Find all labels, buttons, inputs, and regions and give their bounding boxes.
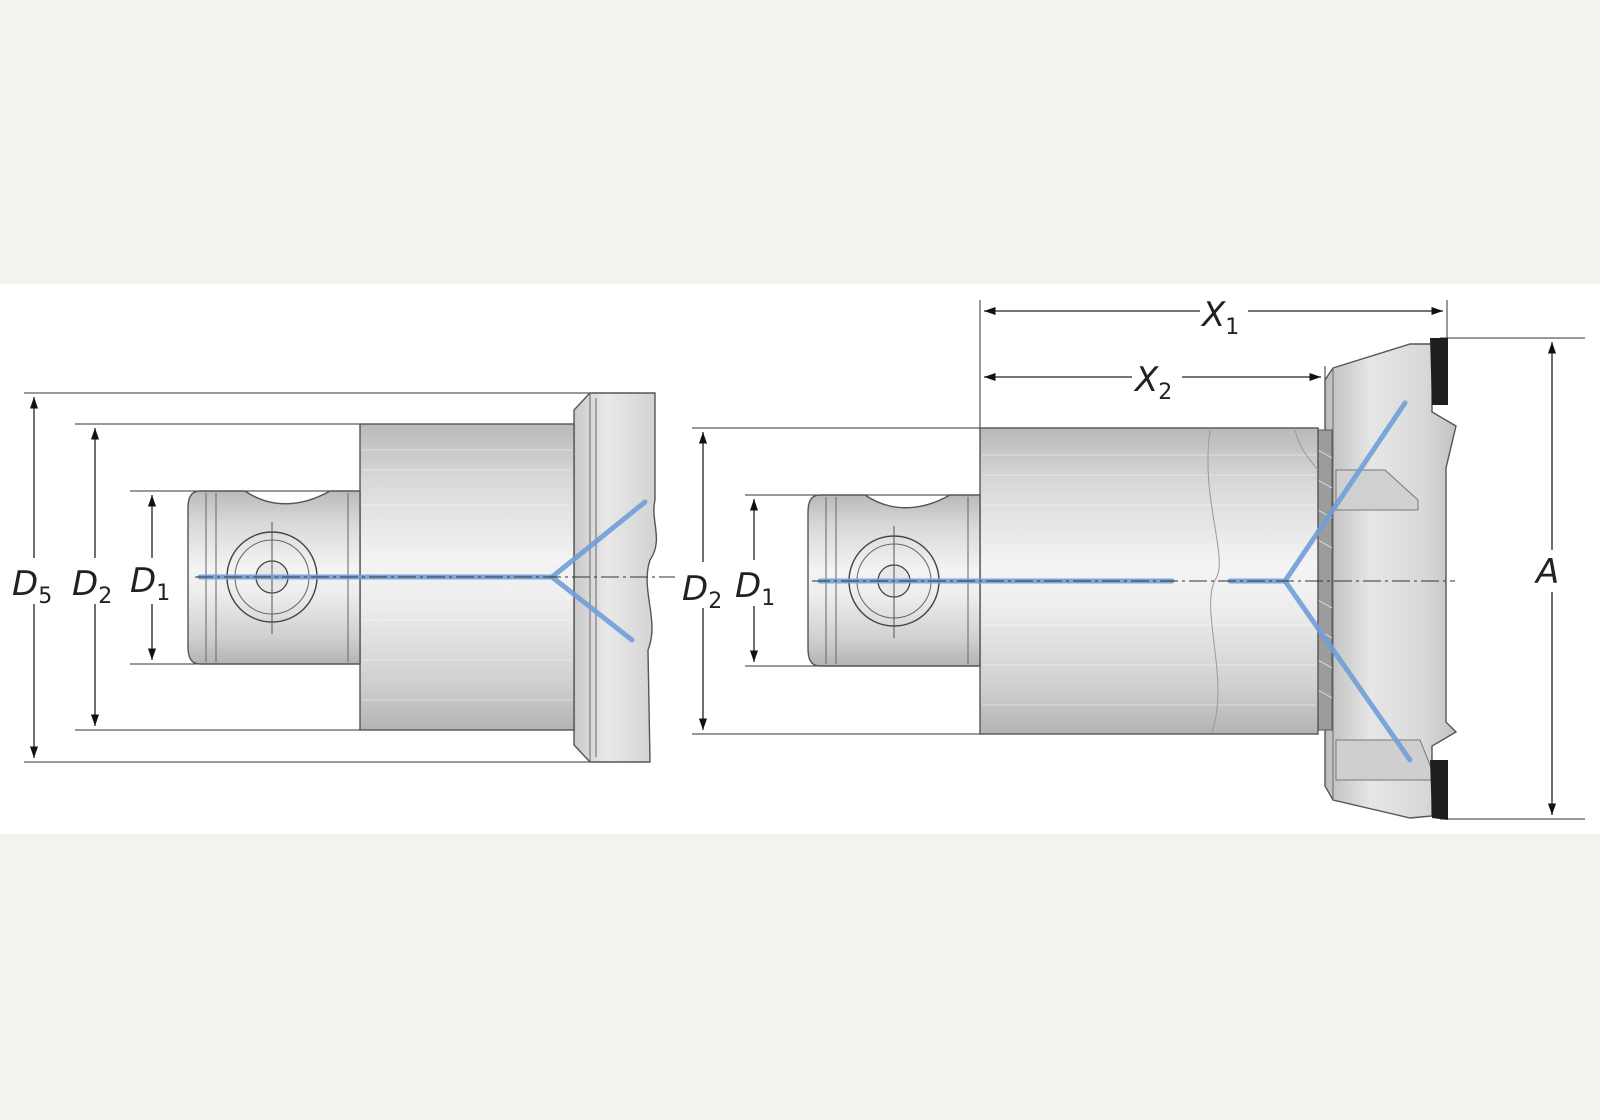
right-head-chamfer-bottom	[1335, 739, 1437, 781]
x2-label-backer	[1132, 356, 1182, 400]
right-d1-label-backer	[732, 560, 782, 606]
d5-label: D5	[12, 564, 52, 609]
x1-label: X1	[1200, 295, 1239, 340]
left-view: D5 D2 D1	[8, 392, 675, 763]
right-insert-bottom	[1430, 760, 1448, 820]
a-label: A	[1534, 552, 1559, 592]
right-d2-label: D2	[682, 569, 722, 614]
right-body-texture	[982, 454, 1316, 706]
right-coolant-branch-top	[1282, 400, 1408, 584]
x1-label-backer	[1200, 290, 1248, 334]
left-d1-label: D1	[130, 561, 170, 606]
right-body-contour	[1207, 429, 1220, 733]
right-knurl-ring	[1317, 429, 1333, 731]
right-coolant-branch-bottom	[1282, 578, 1413, 763]
left-d2-label: D2	[72, 564, 112, 609]
d5-label-backer	[8, 558, 62, 604]
right-d1-label: D1	[735, 566, 775, 611]
right-knurl-texture	[1317, 449, 1333, 699]
right-d2-label-backer	[678, 562, 728, 608]
left-d2-label-backer	[70, 558, 120, 604]
x2-label: X2	[1133, 360, 1172, 405]
left-coolant-branch-bottom	[549, 574, 635, 643]
right-view: D2 D1 X1 X2 A	[678, 290, 1585, 820]
left-cylinder-texture	[362, 449, 572, 701]
left-d1-label-backer	[127, 558, 177, 604]
left-coolant-branch-top	[549, 499, 648, 580]
a-label-backer	[1532, 550, 1572, 592]
right-insert-top	[1430, 338, 1448, 405]
right-body-contour-small	[1294, 429, 1319, 471]
